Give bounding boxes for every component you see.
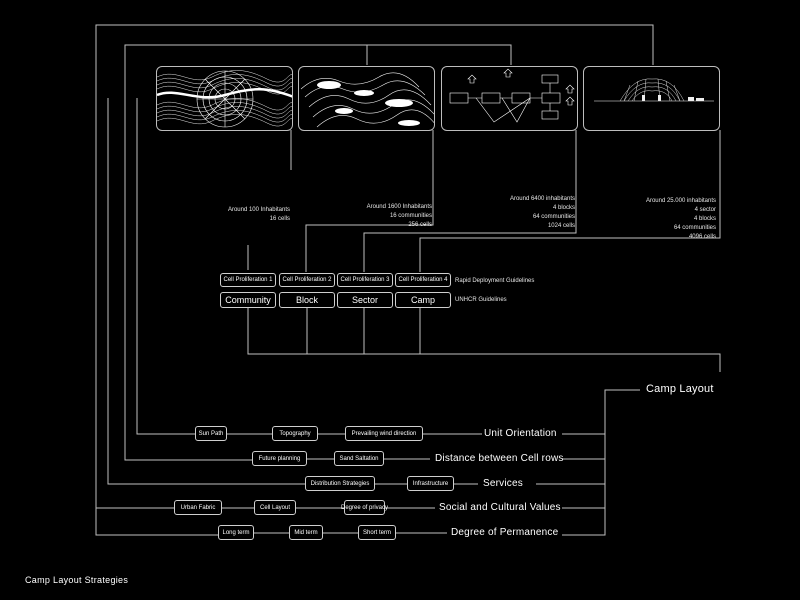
cell-layout-box: Cell Layout (254, 500, 296, 515)
distance-between-cell-rows-label: Distance between Cell rows (435, 453, 564, 464)
degree-of-permanence-label: Degree of Permanence (451, 527, 559, 538)
info-line: 16 cells (269, 216, 290, 222)
info-line: Around 6400 inhabitants (509, 196, 575, 202)
scale-info-cell-proliferation-1: Around 100 Inhabitants 16 cells (170, 206, 290, 224)
social-cultural-values-label: Social and Cultural Values (439, 502, 561, 513)
info-line: Around 1600 Inhabitants (366, 204, 432, 210)
unit-block-box: Block (279, 292, 335, 308)
wave-grid-illustration (157, 70, 292, 128)
unit-camp-box: Camp (395, 292, 451, 308)
infrastructure-box: Infrastructure (407, 476, 454, 491)
panel-cell-perspective (298, 66, 435, 131)
unit-orientation-label: Unit Orientation (484, 428, 557, 439)
info-line: 64 communities (532, 214, 575, 220)
future-planning-box: Future planning (252, 451, 307, 466)
prevailing-wind-box: Prevailing wind direction (345, 426, 423, 441)
panel-dome-section (583, 66, 720, 131)
urban-fabric-box: Urban Fabric (174, 500, 222, 515)
scale-info-cell-proliferation-2: Around 1600 Inhabitants 16 communities 2… (312, 203, 432, 230)
unit-sector-box: Sector (337, 292, 393, 308)
distribution-strategies-box: Distribution Strategies (305, 476, 375, 491)
mid-term-box: Mid term (289, 525, 323, 540)
flowchart-illustration (449, 68, 575, 123)
panel-flowchart (441, 66, 578, 131)
long-term-box: Long term (218, 525, 254, 540)
cell-perspective-illustration (300, 72, 434, 128)
sand-saltation-box: Sand Saltation (334, 451, 384, 466)
info-line: 64 communities (673, 225, 716, 231)
rapid-deployment-label: Rapid Deployment Guidelines (455, 278, 535, 284)
panel-wave-grid (156, 66, 293, 131)
info-line: Around 25.000 inhabitants (645, 198, 716, 204)
cell-proliferation-2-box: Cell Proliferation 2 (279, 273, 335, 287)
info-line: 4 blocks (552, 205, 575, 211)
unhcr-guidelines-label: UNHCR Guidelines (455, 297, 507, 303)
cell-proliferation-4-box: Cell Proliferation 4 (395, 273, 451, 287)
dome-section-illustration (594, 78, 714, 102)
cell-proliferation-1-box: Cell Proliferation 1 (220, 273, 276, 287)
info-line: 256 cells (408, 222, 432, 228)
camp-layout-heading: Camp Layout (646, 383, 714, 395)
sun-path-box: Sun Path (195, 426, 227, 441)
info-line: 4 blocks (693, 216, 716, 222)
info-line: 1024 cells (547, 223, 575, 229)
info-line: Around 100 Inhabitants (227, 207, 290, 213)
page-title: Camp Layout Strategies (25, 575, 129, 585)
topography-box: Topography (272, 426, 318, 441)
degree-of-privacy-box: Degree of privacy (341, 500, 388, 515)
short-term-box: Short term (358, 525, 396, 540)
unit-community-box: Community (220, 292, 276, 308)
info-line: 4096 cells (688, 234, 716, 240)
scale-info-cell-proliferation-4: Around 25.000 inhabitants 4 sector 4 blo… (596, 197, 716, 242)
info-line: 16 communities (389, 213, 432, 219)
scale-info-cell-proliferation-3: Around 6400 inhabitants 4 blocks 64 comm… (455, 195, 575, 231)
cell-proliferation-3-box: Cell Proliferation 3 (337, 273, 393, 287)
info-line: 4 sector (694, 207, 716, 213)
services-label: Services (483, 478, 523, 489)
